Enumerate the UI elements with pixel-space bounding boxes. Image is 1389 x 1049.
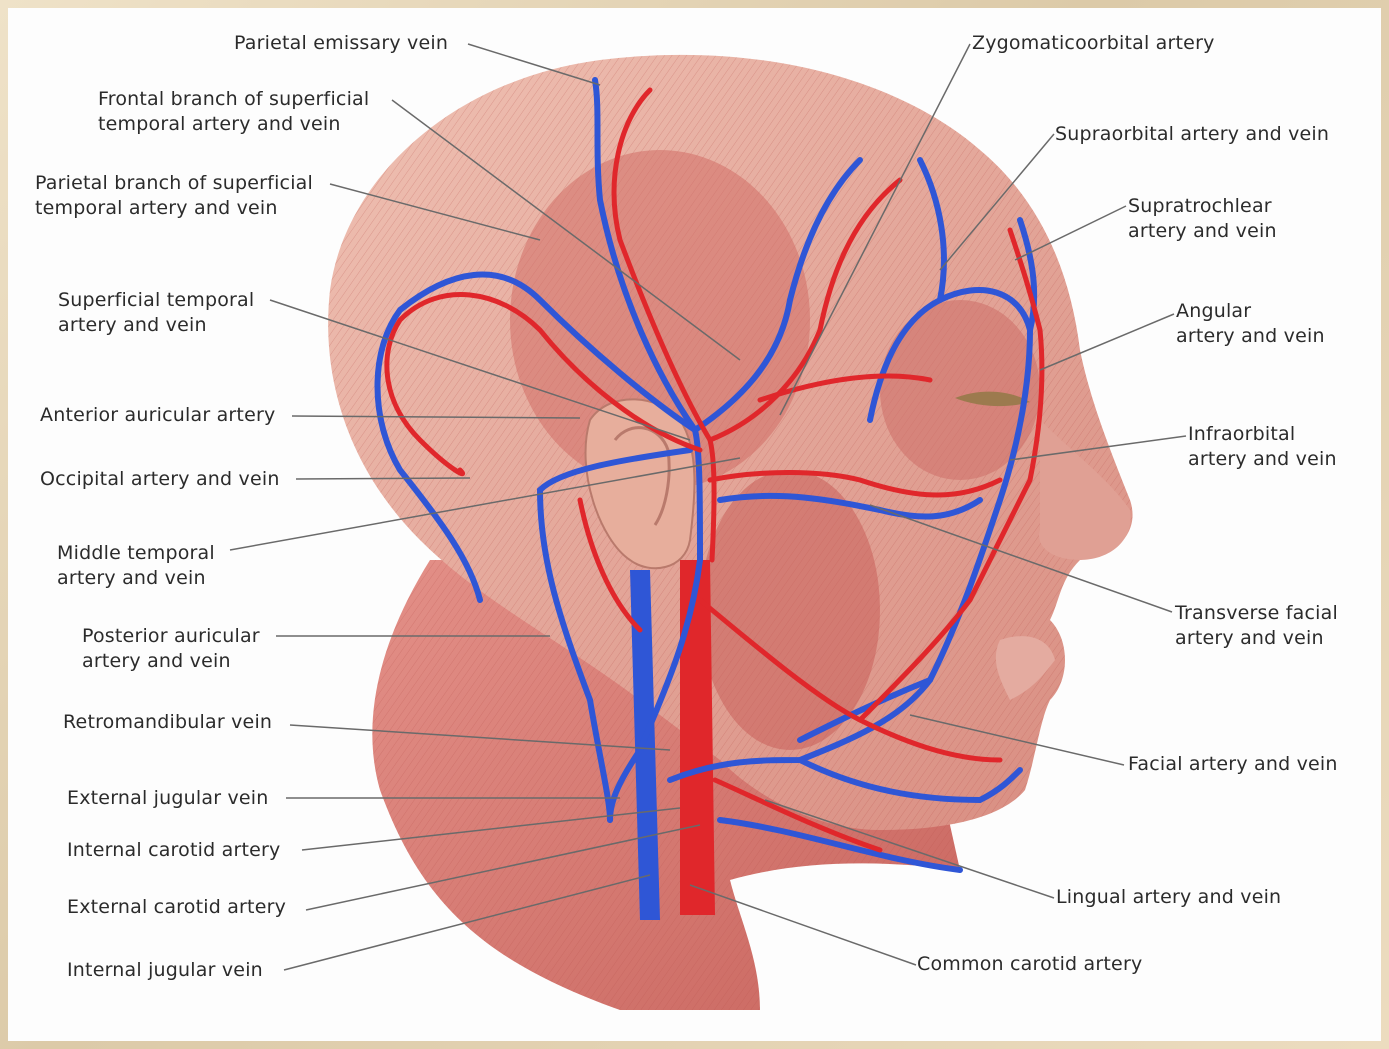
label-parietal-emissary-vein: Parietal emissary vein bbox=[234, 31, 448, 56]
label-facial-artery-vein: Facial artery and vein bbox=[1128, 752, 1338, 777]
common-carotid-artery bbox=[680, 560, 715, 915]
label-internal-carotid-artery: Internal carotid artery bbox=[67, 838, 280, 863]
label-occipital-artery-vein: Occipital artery and vein bbox=[40, 467, 280, 492]
label-external-jugular-vein: External jugular vein bbox=[67, 786, 269, 811]
label-retromandibular-vein: Retromandibular vein bbox=[63, 710, 272, 735]
label-common-carotid-artery: Common carotid artery bbox=[917, 952, 1142, 977]
label-internal-jugular-vein: Internal jugular vein bbox=[67, 958, 263, 983]
label-zygomaticoorbital-artery: Zygomaticoorbital artery bbox=[972, 31, 1215, 56]
label-external-carotid-artery: External carotid artery bbox=[67, 895, 286, 920]
masseter-muscle bbox=[700, 470, 880, 750]
label-lingual-artery-vein: Lingual artery and vein bbox=[1056, 885, 1281, 910]
label-supraorbital: Supraorbital artery and vein bbox=[1055, 122, 1329, 147]
label-anterior-auricular-artery: Anterior auricular artery bbox=[40, 403, 275, 428]
